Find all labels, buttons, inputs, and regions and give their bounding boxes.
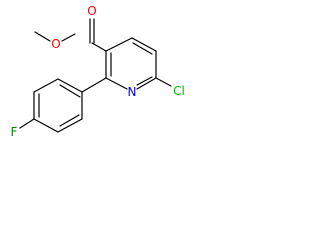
bond-carbonyl-to-ring bbox=[91, 42, 107, 52]
bond-ring-chlorine bbox=[155, 77, 172, 87]
atom-label-ester-oxygen: O bbox=[51, 37, 60, 51]
phenyl-bond-5-inner bbox=[59, 114, 80, 127]
phenyl-bond-5 bbox=[57, 118, 83, 133]
bond-methyl-oxygen bbox=[34, 31, 51, 42]
phenyl-bond-1 bbox=[57, 78, 83, 93]
atom-label-chlorine: Cl bbox=[173, 84, 185, 98]
ring-bond-n-c2 bbox=[105, 77, 128, 90]
bond-oxygen-carbonyl-carbon bbox=[61, 33, 76, 42]
bond-phenyl-fluorine bbox=[19, 118, 35, 129]
phenyl-bond-4 bbox=[33, 118, 59, 133]
phenyl-bond-1-inner bbox=[59, 84, 81, 98]
ring-bond-n-inner bbox=[136, 76, 153, 86]
ring-bond-c6-n bbox=[136, 77, 157, 90]
phenyl-bond-2 bbox=[33, 78, 59, 93]
atom-label-fluorine: F bbox=[11, 125, 18, 139]
ring-bond-c3-c4 bbox=[105, 37, 133, 52]
bond-pyridine-phenyl bbox=[81, 77, 107, 93]
atom-label-carbonyl-oxygen: O bbox=[87, 4, 96, 18]
atom-label-ring-nitrogen: N bbox=[128, 85, 137, 99]
chemical-structure: O O N Cl F bbox=[11, 4, 185, 139]
ring-bond-c4-c5-inner bbox=[132, 42, 153, 55]
ring-bond-c4-c5 bbox=[131, 37, 157, 52]
